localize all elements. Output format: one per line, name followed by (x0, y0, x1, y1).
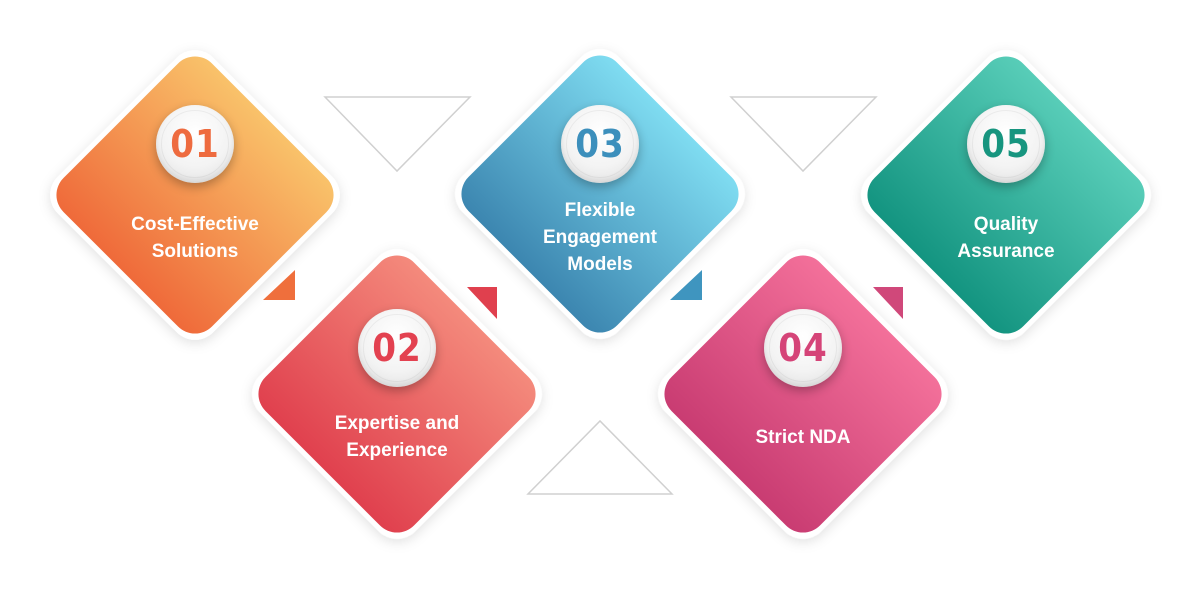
step-label-04: Strict NDA (755, 427, 851, 448)
outline-triangles (323, 96, 878, 495)
step-label-01: Cost-Effective Solutions (131, 214, 259, 262)
diamond-02 (258, 255, 536, 533)
step-number-badge-02: 02 (358, 309, 436, 387)
triangle-outline (729, 96, 878, 173)
corner-accent (873, 287, 903, 319)
diamond-01 (56, 56, 334, 334)
corner-accents (263, 270, 903, 319)
triangle-outline (323, 96, 472, 173)
corner-accent (263, 270, 295, 300)
step-number-badge-01: 01 (156, 105, 234, 183)
diamond-03 (461, 55, 739, 333)
diamond-05 (867, 56, 1145, 334)
step-number-badge-05: 05 (967, 105, 1045, 183)
corner-accent (467, 287, 497, 319)
colored-diamonds (56, 55, 1145, 533)
diamond-04 (664, 255, 942, 533)
step-label-03: Flexible Engagement Models (542, 200, 658, 275)
corner-accent (670, 270, 702, 300)
step-label-05: Quality Assurance (957, 214, 1055, 262)
step-number-badge-03: 03 (561, 105, 639, 183)
step-label-02: Expertise and Experience (334, 413, 460, 461)
triangle-outline (526, 419, 674, 495)
step-number-badge-04: 04 (764, 309, 842, 387)
